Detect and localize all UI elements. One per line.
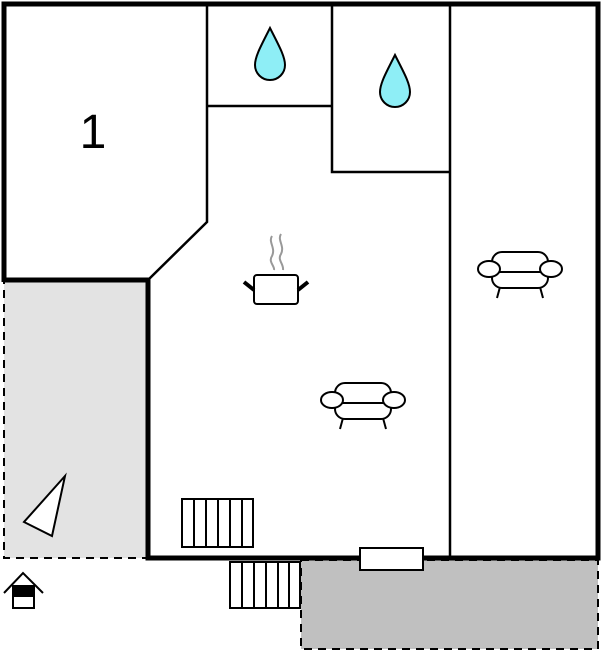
terrace-bottom: [300, 559, 599, 650]
terrace-triangle-icon: [22, 472, 67, 538]
cooking-pot-icon: [242, 233, 310, 305]
sofa-icon: [320, 382, 406, 430]
stairs-icon: [229, 561, 301, 609]
stairs-icon: [181, 498, 254, 548]
door-opening: [359, 547, 424, 571]
water-drop-icon: [378, 52, 412, 108]
room-label: 1: [80, 106, 107, 159]
entrance-icon: [3, 571, 44, 609]
water-drop-icon: [253, 25, 287, 81]
sofa-icon: [477, 251, 563, 299]
interior-walls: [147, 4, 452, 558]
terrace-left: [3, 279, 149, 559]
